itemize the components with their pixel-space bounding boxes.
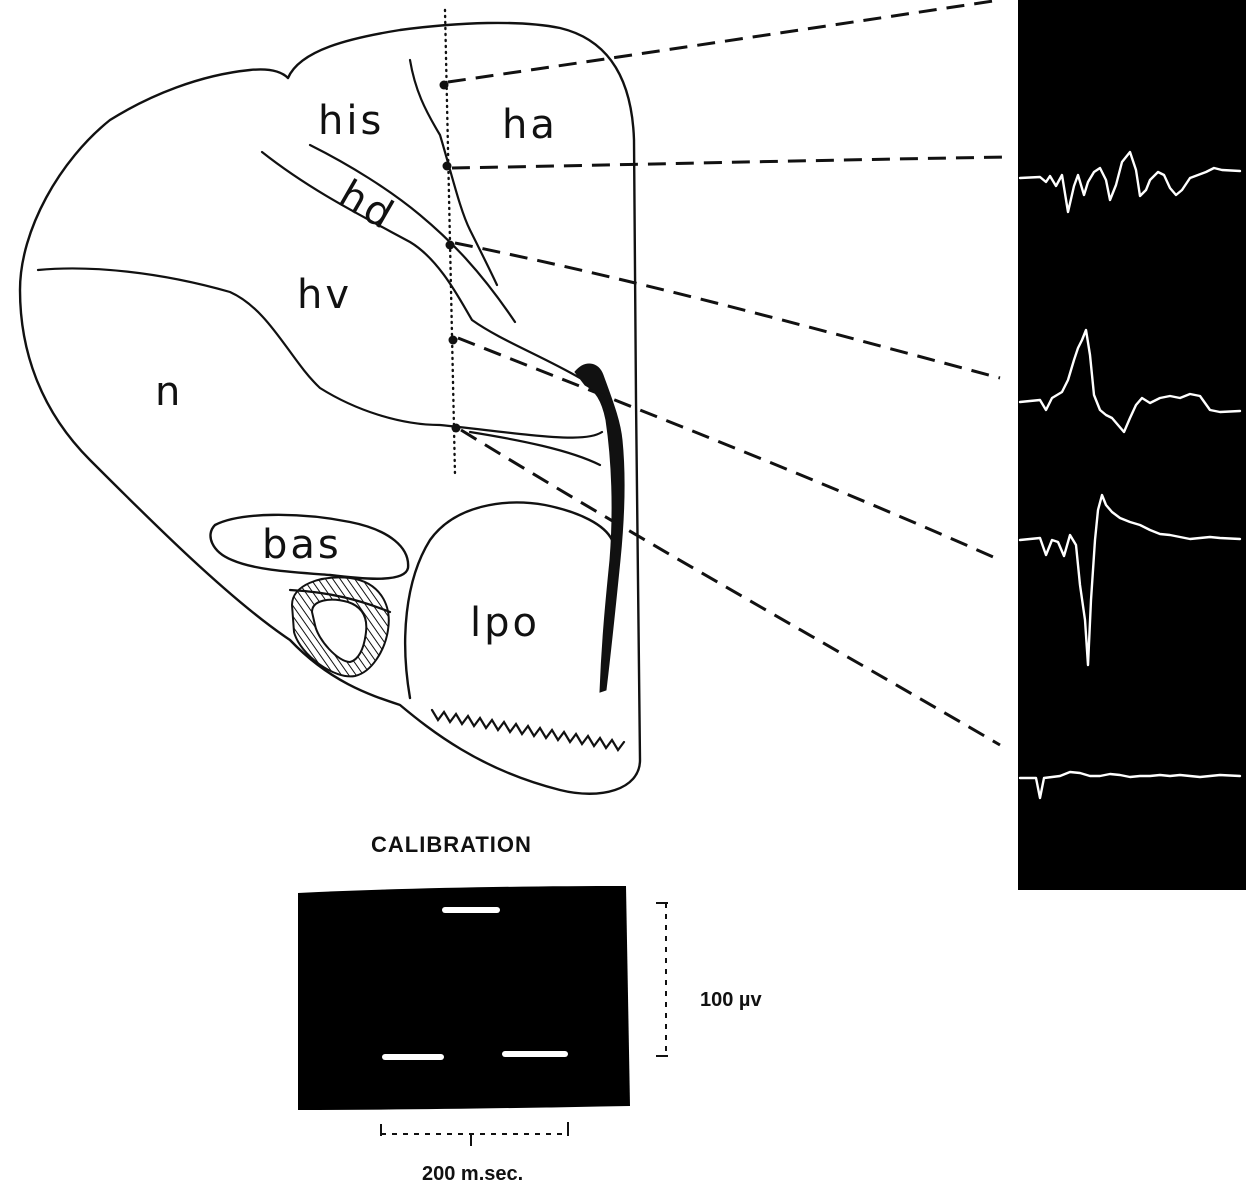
recording-site-3 [446, 241, 455, 250]
connector-1 [448, 0, 1000, 82]
voltage-label: 100 µv [700, 989, 762, 1011]
recording-site-1 [440, 81, 449, 90]
traces-panel [1018, 0, 1246, 890]
time-label: 200 m.sec. [422, 1163, 523, 1185]
calibration-title: CALIBRATION [371, 832, 532, 857]
label-lpo: lpo [470, 600, 540, 646]
lamina-hd-lower [262, 152, 580, 378]
recording-site-4 [449, 336, 458, 345]
label-n: n [155, 369, 183, 415]
calibration-pulse-right [502, 1051, 568, 1057]
connector-3 [455, 243, 1000, 378]
connector-2 [452, 157, 1010, 168]
recording-site-2 [443, 162, 452, 171]
calibration-pulse-top [442, 907, 500, 913]
label-his: his [318, 98, 384, 144]
label-ha: ha [502, 102, 558, 148]
recording-site-5 [452, 424, 461, 433]
calibration-panel [298, 886, 630, 1110]
label-hd: hd [331, 171, 403, 239]
calibration-pulse-left [382, 1054, 444, 1060]
electrode-track [575, 364, 624, 692]
label-bas: bas [262, 522, 342, 568]
connector-4 [458, 338, 1000, 560]
label-hv: hv [297, 272, 352, 318]
zigzag-border [432, 710, 624, 750]
connector-5 [461, 430, 1000, 745]
